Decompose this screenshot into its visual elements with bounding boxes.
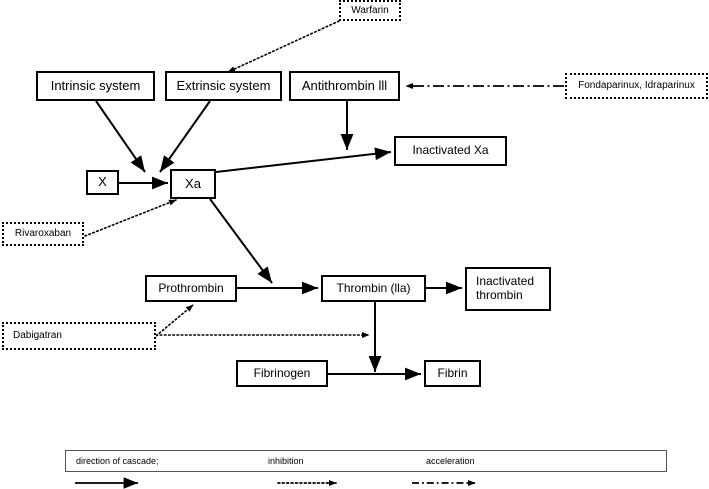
node-dabigatran[interactable]: Dabigatran bbox=[2, 322, 156, 350]
legend-label-cascade: direction of cascade; bbox=[76, 456, 159, 466]
edge-dabigatran-to-prothrombin bbox=[155, 304, 194, 337]
node-extrinsic-system-label: Extrinsic system bbox=[176, 77, 271, 93]
node-dabigatran-label: Dabigatran bbox=[13, 330, 62, 342]
edge-rivaroxaban-to-xa bbox=[84, 199, 177, 237]
node-factor-xa[interactable]: Xa bbox=[170, 169, 216, 199]
node-fibrinogen[interactable]: Fibrinogen bbox=[236, 360, 328, 387]
edge-xa-to-inactivated-xa bbox=[215, 147, 392, 173]
legend-label-inhibition: inhibition bbox=[268, 456, 304, 466]
node-factor-x[interactable]: X bbox=[86, 170, 119, 195]
node-rivaroxaban[interactable]: Rivaroxaban bbox=[2, 222, 84, 246]
node-warfarin[interactable]: Warfarin bbox=[339, 0, 401, 21]
node-inactivated-xa-label: Inactivated Xa bbox=[412, 143, 489, 158]
node-thrombin-iia-label: Thrombin (lla) bbox=[336, 280, 411, 295]
node-fibrin-label: Fibrin bbox=[437, 365, 468, 380]
node-prothrombin-label: Prothrombin bbox=[158, 280, 224, 295]
edge-intrinsic-to-activation bbox=[95, 100, 146, 173]
node-fibrin[interactable]: Fibrin bbox=[424, 360, 481, 387]
node-inactivated-thrombin[interactable]: Inactivated thrombin bbox=[465, 267, 551, 311]
node-antithrombin-iii[interactable]: Antithrombin lll bbox=[289, 71, 400, 101]
node-fondaparinux-label: Fondaparinux, Idraparinux bbox=[578, 80, 695, 92]
edge-xa-to-thrombin bbox=[209, 198, 273, 284]
node-factor-xa-label: Xa bbox=[185, 175, 201, 191]
edge-extrinsic-to-activation bbox=[159, 100, 211, 173]
node-prothrombin[interactable]: Prothrombin bbox=[145, 275, 237, 302]
node-extrinsic-system[interactable]: Extrinsic system bbox=[165, 71, 282, 101]
node-rivaroxaban-label: Rivaroxaban bbox=[14, 228, 72, 240]
node-factor-x-label: X bbox=[98, 174, 107, 190]
node-inactivated-xa[interactable]: Inactivated Xa bbox=[394, 136, 507, 166]
legend-label-acceleration: acceleration bbox=[426, 456, 475, 466]
edge-warfarin-to-extrinsic bbox=[227, 20, 340, 73]
legend-box bbox=[65, 450, 667, 472]
node-warfarin-label: Warfarin bbox=[351, 4, 389, 16]
node-fondaparinux[interactable]: Fondaparinux, Idraparinux bbox=[565, 73, 708, 99]
node-antithrombin-iii-label: Antithrombin lll bbox=[301, 77, 388, 93]
node-intrinsic-system[interactable]: Intrinsic system bbox=[36, 71, 155, 101]
node-fibrinogen-label: Fibrinogen bbox=[253, 365, 311, 380]
node-thrombin-iia[interactable]: Thrombin (lla) bbox=[321, 275, 426, 302]
node-inactivated-thrombin-label: Inactivated thrombin bbox=[476, 274, 535, 302]
node-intrinsic-system-label: Intrinsic system bbox=[50, 77, 141, 93]
